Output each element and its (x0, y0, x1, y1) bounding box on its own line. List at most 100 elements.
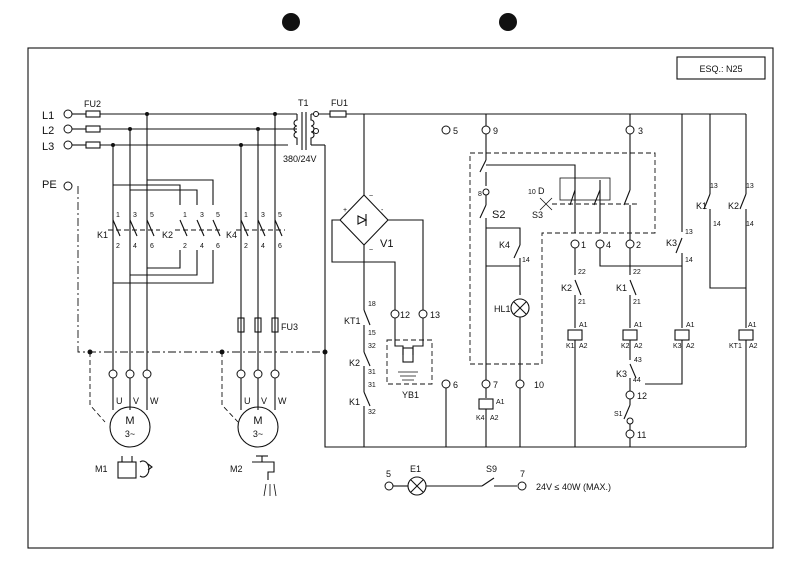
svg-text:~: ~ (369, 193, 373, 200)
k1-power-label: K1 (97, 230, 108, 240)
svg-text:W: W (278, 396, 287, 406)
svg-text:22: 22 (633, 269, 641, 276)
svg-text:2: 2 (636, 240, 641, 250)
svg-text:2: 2 (244, 243, 248, 250)
svg-text:K2: K2 (728, 201, 739, 211)
svg-text:2: 2 (116, 243, 120, 250)
lamp-e1 (407, 476, 427, 496)
motor2-symbol (237, 406, 279, 448)
coil-kt1 (738, 329, 754, 341)
svg-text:A2: A2 (490, 415, 499, 422)
svg-text:K1: K1 (349, 397, 360, 407)
svg-text:13: 13 (430, 310, 440, 320)
svg-text:5: 5 (386, 469, 391, 479)
svg-text:A1: A1 (634, 322, 643, 329)
motor2-phase: 3~ (253, 429, 263, 439)
motor1-letter: M (125, 415, 134, 427)
selector-s2-label: S2 (492, 209, 505, 221)
sheet-border (27, 47, 774, 549)
svg-text:A2: A2 (749, 343, 758, 350)
svg-text:13: 13 (746, 183, 754, 190)
svg-text:13: 13 (685, 229, 693, 236)
lamp-rating: 24V ≤ 40W (MAX.) (536, 482, 611, 492)
svg-text:6: 6 (216, 243, 220, 250)
lamp-hl1 (510, 298, 530, 318)
label-l1: L1 (42, 110, 54, 122)
binder-hole-left (282, 13, 300, 31)
motor1-terminals (108, 369, 152, 410)
solenoid-label: YB1 (402, 390, 419, 400)
svg-text:6: 6 (453, 380, 458, 390)
svg-text:U: U (244, 396, 251, 406)
svg-text:V: V (133, 396, 139, 406)
svg-text:K2: K2 (349, 358, 360, 368)
svg-text:31: 31 (368, 382, 376, 389)
label-l3: L3 (42, 141, 54, 153)
motor2-letter: M (253, 415, 262, 427)
fuse-fu1-label: FU1 (331, 98, 348, 108)
motor2-label: M2 (230, 464, 243, 474)
svg-text:K1: K1 (696, 201, 707, 211)
transformer-t1 (293, 112, 330, 150)
svg-text:-: - (381, 207, 384, 214)
label-l2: L2 (42, 125, 54, 137)
svg-text:KT1: KT1 (344, 316, 361, 326)
svg-text:1: 1 (581, 240, 586, 250)
svg-text:+: + (343, 207, 347, 214)
coolant-tap-icon (252, 455, 277, 497)
svg-text:A1: A1 (496, 399, 505, 406)
rectifier-label: V1 (380, 238, 393, 250)
svg-text:A1: A1 (686, 322, 695, 329)
svg-text:HL1: HL1 (494, 304, 511, 314)
label-pe: PE (42, 179, 57, 191)
svg-text:3: 3 (133, 212, 137, 219)
svg-text:1: 1 (183, 212, 187, 219)
svg-text:3: 3 (638, 126, 643, 136)
svg-text:5: 5 (150, 212, 154, 219)
svg-text:14: 14 (746, 221, 754, 228)
svg-text:10: 10 (528, 189, 536, 196)
k4-power-label: K4 (226, 230, 237, 240)
svg-text:K2: K2 (621, 343, 630, 350)
svg-text:21: 21 (633, 299, 641, 306)
svg-text:3: 3 (261, 212, 265, 219)
svg-text:K3: K3 (616, 369, 627, 379)
svg-text:K3: K3 (666, 238, 677, 248)
svg-text:K4: K4 (499, 240, 510, 250)
svg-text:8: 8 (478, 191, 482, 198)
svg-text:4: 4 (606, 240, 611, 250)
title-block (676, 56, 766, 80)
svg-text:A1: A1 (579, 322, 588, 329)
svg-text:21: 21 (578, 299, 586, 306)
svg-text:4: 4 (261, 243, 265, 250)
selector-s3 (539, 177, 640, 211)
fuse-fu2-label: FU2 (84, 99, 101, 109)
svg-text:32: 32 (368, 409, 376, 416)
svg-text:7: 7 (520, 469, 525, 479)
svg-text:14: 14 (522, 257, 530, 264)
contactor-k2-poles (175, 219, 222, 237)
svg-text:K1: K1 (616, 283, 627, 293)
selector-s3-label: S3 (532, 210, 543, 220)
svg-text:A2: A2 (686, 343, 695, 350)
fuse-fu3 (237, 317, 279, 333)
svg-text:22: 22 (578, 269, 586, 276)
coil-k3 (674, 329, 690, 341)
motor1-label: M1 (95, 464, 108, 474)
svg-text:5: 5 (216, 212, 220, 219)
svg-text:44: 44 (633, 377, 641, 384)
motor1-symbol (109, 406, 151, 448)
pump-icon (117, 456, 153, 479)
svg-text:W: W (150, 396, 159, 406)
coil-k1 (567, 329, 583, 341)
svg-text:4: 4 (133, 243, 137, 250)
contactor-k4-poles (236, 219, 285, 237)
svg-text:D: D (538, 186, 545, 196)
svg-text:K2: K2 (561, 283, 572, 293)
svg-text:A2: A2 (579, 343, 588, 350)
svg-text:1: 1 (116, 212, 120, 219)
svg-text:15: 15 (368, 330, 376, 337)
svg-text:S9: S9 (486, 464, 497, 474)
motor1-phase: 3~ (125, 429, 135, 439)
